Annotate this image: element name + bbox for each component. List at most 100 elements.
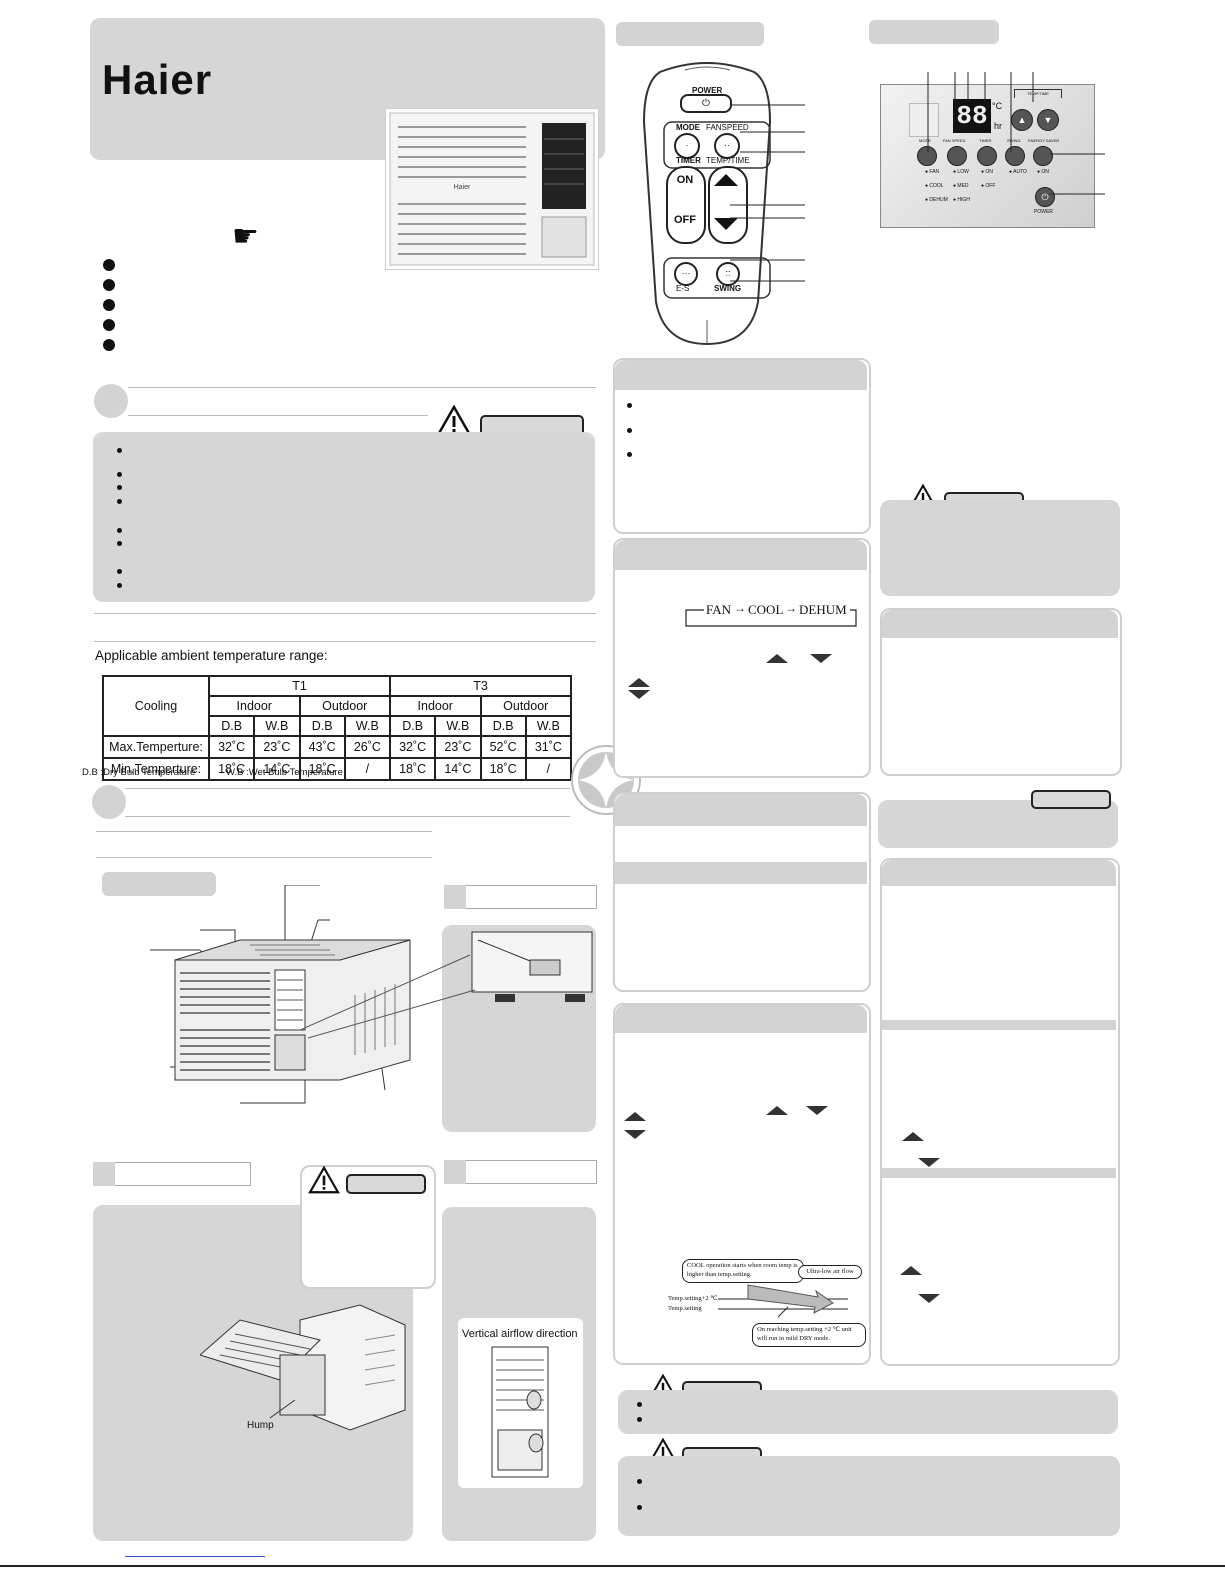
high-indicator: ● HIGH [953, 197, 970, 203]
product-image: Haier [385, 108, 599, 270]
caution-panel [880, 500, 1120, 596]
temp-time-label: TEMP/TIME [706, 156, 750, 165]
ambient-title: Applicable ambient temperature range: [95, 648, 328, 663]
temp-time-bracket: TEMP/TIME [1014, 89, 1062, 98]
up-arrow-icon [766, 1106, 788, 1115]
dry-note-dry: On reaching temp.setting +2 ℃ unit will … [752, 1323, 866, 1347]
section-rule [125, 816, 570, 817]
arrow-icon: → [734, 601, 746, 615]
wb-header: W.B [253, 715, 301, 737]
divider [96, 831, 432, 832]
table-cell: / [343, 757, 392, 781]
med-label: MED [957, 183, 969, 189]
section-number-circle [94, 384, 128, 418]
section-rule [128, 415, 428, 416]
down-arrow-icon [918, 1294, 940, 1303]
down-arrow-icon [624, 1130, 646, 1139]
section-marker [93, 1162, 115, 1186]
filter-diagram [200, 1304, 406, 1431]
panel-header [882, 860, 1116, 886]
mode-button[interactable]: · [674, 133, 700, 159]
unit-diagram [150, 885, 411, 1104]
table-cell: 26˚C [343, 735, 392, 759]
dehum-indicator: ● DEHUM [925, 197, 948, 203]
caution-panel [618, 1390, 1118, 1434]
cooling-header: Cooling [102, 675, 210, 737]
panel-power-button[interactable]: ⏻ [1035, 187, 1055, 207]
auto-label: AUTO [1013, 169, 1027, 175]
safety-panel [93, 432, 595, 602]
timer-on-button[interactable]: ON [676, 174, 694, 186]
min-label: Min.Temperture: [102, 757, 210, 781]
dehum-label: DEHUM [929, 197, 948, 203]
bullet [117, 541, 122, 546]
svg-text:Haier: Haier [454, 184, 471, 191]
panel-down-button[interactable]: ▼ [1037, 109, 1059, 131]
swing-button[interactable]: :: [716, 262, 740, 286]
warning-icon [308, 1166, 340, 1194]
panel-energy-saver-button[interactable] [1033, 146, 1053, 166]
panel-fanspeed-button[interactable] [947, 146, 967, 166]
timer-on-label: ON [985, 169, 993, 175]
airflow-diagram [491, 1346, 549, 1478]
table-cell: 23˚C [434, 735, 482, 759]
caution-panel [618, 1456, 1120, 1536]
section-marker [444, 1160, 466, 1184]
up-arrow-icon [628, 678, 650, 687]
panel-window [909, 103, 939, 137]
mode-panel [613, 538, 871, 778]
down-arrow-icon [628, 690, 650, 699]
temp-down-button[interactable] [714, 218, 738, 230]
bullet [637, 1402, 642, 1407]
max-label: Max.Temperture: [102, 735, 210, 759]
panel-header [615, 360, 867, 390]
panel-subheader [615, 862, 867, 884]
bullet-dot [103, 279, 115, 291]
mode-cycle-fan: FAN [706, 602, 732, 617]
up-arrow-icon [624, 1112, 646, 1121]
bullet-dot [103, 339, 115, 351]
bullet [637, 1417, 642, 1422]
note-label-box [1031, 790, 1111, 809]
hr-label: hr [994, 121, 1003, 131]
section-marker [444, 885, 466, 909]
outdoor-header: Outdoor [298, 695, 391, 717]
indoor-header: Indoor [208, 695, 301, 717]
panel-header [615, 1005, 867, 1033]
bullet [637, 1505, 642, 1510]
settings-panel [880, 858, 1120, 1366]
bullet [117, 583, 122, 588]
fanspeed-button[interactable]: ·· [714, 133, 740, 159]
mode-cycle-cool: COOL [748, 602, 784, 617]
table-cell: 18˚C [298, 757, 346, 781]
es-button[interactable]: ··· [674, 262, 698, 286]
table-cell: 18˚C [388, 757, 437, 781]
panel-subheader [882, 1020, 1116, 1030]
timer-rocker [666, 166, 706, 244]
timer-off-button[interactable]: OFF [674, 214, 696, 226]
temp-up-button[interactable] [714, 174, 738, 186]
panel-swing-button[interactable] [1005, 146, 1025, 166]
remote-callout-lines [730, 104, 805, 282]
section-label-box [93, 1162, 251, 1186]
panel-mode-button[interactable] [917, 146, 937, 166]
mode-cycle-loop [685, 609, 857, 627]
control-panel: 88 °C hr TEMP/TIME ▲ ▼ MODE FAN SPEED TI… [880, 84, 1095, 228]
down-arrow-icon [810, 654, 832, 663]
bullet [117, 528, 122, 533]
bullet [627, 428, 632, 433]
swing-label: SWING [1007, 138, 1021, 143]
panel-timer-button[interactable] [977, 146, 997, 166]
up-arrow-icon [900, 1266, 922, 1275]
brand-logo: Haier [102, 56, 213, 103]
bullet [637, 1479, 642, 1484]
power-button[interactable]: ⏻ [680, 94, 732, 113]
footer-link-underline[interactable] [125, 1556, 265, 1557]
label-pill [616, 22, 764, 46]
power-label: POWER [692, 86, 723, 95]
timer-label: TIMER [979, 138, 992, 143]
pointing-hand-icon: ☛ [232, 220, 259, 253]
outdoor-header: Outdoor [479, 695, 572, 717]
table-cell: 43˚C [298, 735, 346, 759]
panel-header [615, 540, 867, 570]
